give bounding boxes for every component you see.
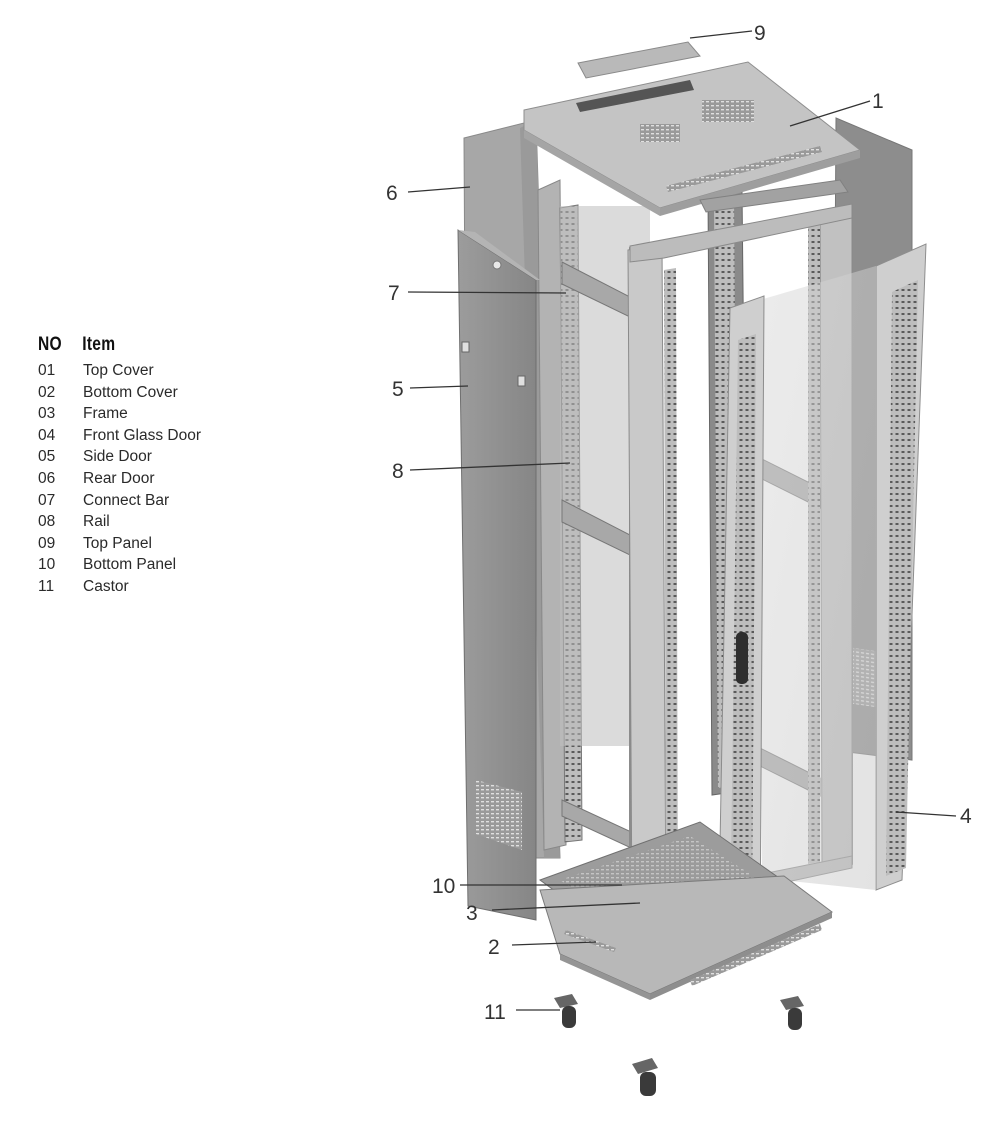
callout-3: 3 <box>466 902 478 925</box>
legend-item: Bottom Panel <box>83 556 177 574</box>
parts-legend: NO Item 01 Top Cover 02 Bottom Cover 03 Fra… <box>38 334 278 598</box>
legend-no: 06 <box>38 469 56 487</box>
legend-row: 11 Castor <box>38 576 278 598</box>
callout-5: 5 <box>392 378 404 401</box>
castor <box>554 994 578 1028</box>
legend-no: 09 <box>38 534 56 552</box>
side-door <box>457 229 537 921</box>
legend-no: 08 <box>38 513 56 531</box>
castor <box>780 996 804 1030</box>
legend-item: Side Door <box>83 448 152 466</box>
legend-row: 06 Rear Door <box>38 468 278 490</box>
callout-4: 4 <box>960 805 972 828</box>
legend-no: 01 <box>38 362 56 379</box>
legend-item: Top Panel <box>83 534 152 552</box>
legend-row: 03 Frame <box>38 403 278 425</box>
callout-2: 2 <box>488 936 500 959</box>
callout-7: 7 <box>388 282 400 305</box>
legend-no: 10 <box>38 556 56 574</box>
legend-row: 01 Top Cover <box>38 360 278 382</box>
callout-9: 9 <box>754 22 766 45</box>
legend-item: Frame <box>83 405 128 423</box>
legend-no: 07 <box>38 491 56 509</box>
legend-item: Connect Bar <box>83 491 170 509</box>
frame-top-beam <box>629 203 853 263</box>
callout-1: 1 <box>872 90 884 113</box>
legend-row: 05 Side Door <box>38 446 278 468</box>
legend-no: 04 <box>38 426 56 444</box>
frame-left-post <box>627 243 667 919</box>
legend-row: 02 Bottom Cover <box>38 382 278 404</box>
legend-header-no: NO <box>38 334 62 355</box>
legend-no: 11 <box>38 577 55 595</box>
legend-header-item: Item <box>82 334 116 355</box>
legend-row: 08 Rail <box>38 511 278 533</box>
callout-8: 8 <box>392 460 404 483</box>
legend-row: 04 Front Glass Door <box>38 425 278 447</box>
legend-row: 09 Top Panel <box>38 533 278 555</box>
legend-item: Rear Door <box>83 469 155 487</box>
legend-row: 07 Connect Bar <box>38 490 278 512</box>
legend-header: NO Item <box>38 334 235 360</box>
legend-row: 10 Bottom Panel <box>38 554 278 576</box>
door-handle <box>736 632 748 684</box>
frame-rear-post <box>537 179 567 851</box>
castor <box>632 1058 658 1096</box>
legend-no: 02 <box>38 383 56 401</box>
callout-10: 10 <box>432 875 455 898</box>
legend-item: Front Glass Door <box>83 426 202 444</box>
callout-6: 6 <box>386 182 398 205</box>
legend-no: 03 <box>38 405 56 423</box>
legend-no: 05 <box>38 448 56 466</box>
callout-11: 11 <box>484 1001 506 1024</box>
legend-item: Rail <box>83 513 110 531</box>
legend-item: Castor <box>83 577 129 595</box>
legend-item: Bottom Cover <box>83 383 178 401</box>
top-panel <box>577 41 701 79</box>
legend-item: Top Cover <box>83 362 154 379</box>
